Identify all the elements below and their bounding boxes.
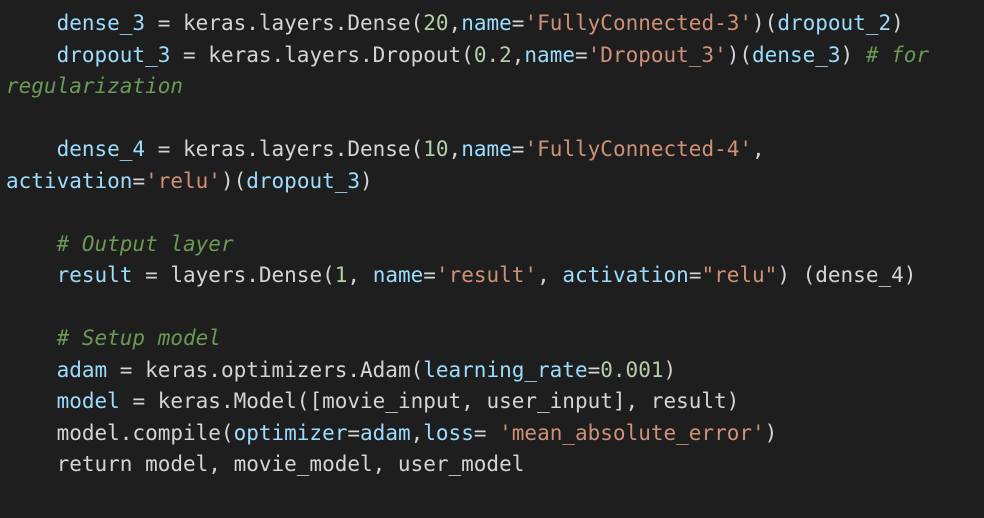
code-text — [6, 11, 57, 35]
code-text: = — [511, 11, 525, 35]
code-line[interactable]: adam = keras.optimizers.Adam(learning_ra… — [0, 355, 984, 387]
code-line[interactable]: return model, movie_model, user_model — [0, 449, 984, 481]
code-identifier: loss — [423, 420, 474, 445]
code-text: = keras.layers.Dropout( — [170, 42, 474, 67]
code-identifier: learning_rate — [423, 357, 588, 382]
code-line[interactable]: model.compile(optimizer=adam,loss= 'mean… — [0, 418, 984, 450]
code-text: ) — [840, 42, 866, 67]
code-identifier: optimizer — [233, 420, 348, 445]
code-identifier: model — [56, 389, 120, 413]
code-text — [6, 358, 57, 382]
code-identifier: dense_4 — [56, 137, 146, 161]
code-string: 'FullyConnected-4' — [524, 137, 753, 161]
code-text — [6, 263, 57, 287]
code-text — [6, 137, 57, 161]
code-identifier: adam — [360, 420, 411, 445]
code-line[interactable]: dense_4 = keras.layers.Dense(10,name='Fu… — [0, 134, 984, 166]
code-line[interactable] — [0, 292, 984, 324]
code-identifier: activation — [6, 168, 133, 193]
code-text: ) — [764, 420, 778, 445]
code-text: = — [473, 420, 500, 445]
code-number: 0.2 — [473, 42, 512, 67]
code-comment: # Setup model — [56, 326, 221, 350]
code-identifier: result — [56, 263, 133, 287]
code-identifier: name — [524, 42, 575, 67]
code-string: 'FullyConnected-3' — [524, 11, 753, 35]
code-line[interactable]: activation='relu')(dropout_3) — [0, 166, 984, 198]
code-text: ) — [360, 168, 373, 193]
code-identifier: dropout_2 — [777, 11, 892, 35]
code-identifier: name — [461, 11, 512, 35]
code-text: ) (dense_4) — [777, 263, 917, 287]
code-text — [6, 389, 57, 413]
code-text: )( — [726, 42, 753, 67]
code-number: 20 — [423, 11, 449, 35]
code-text: = keras.layers.Dense( — [145, 11, 424, 35]
code-text — [6, 232, 57, 256]
code-number: 1 — [334, 263, 348, 287]
code-identifier: name — [461, 137, 512, 161]
code-line[interactable] — [0, 103, 984, 135]
code-identifier: activation — [562, 263, 689, 287]
code-text: , — [448, 137, 462, 161]
code-line[interactable] — [0, 197, 984, 229]
code-text: )( — [752, 11, 778, 35]
code-text — [6, 326, 57, 350]
code-string: 'mean_absolute_error' — [499, 420, 765, 445]
code-text: = — [574, 42, 588, 67]
code-text: , — [752, 137, 765, 161]
code-line[interactable]: # Output layer — [0, 229, 984, 261]
code-text: ) — [891, 11, 904, 35]
code-text: return model, movie_model, user_model — [6, 452, 525, 476]
code-text: = — [423, 263, 436, 287]
code-identifier: name — [372, 263, 424, 287]
code-line[interactable]: regularization — [0, 71, 984, 103]
code-line[interactable]: result = layers.Dense(1, name='result', … — [0, 260, 984, 292]
code-text: , — [347, 263, 373, 287]
code-comment: # for — [865, 42, 930, 67]
code-line[interactable]: # Setup model — [0, 323, 984, 355]
code-text: = — [132, 168, 146, 193]
code-text: , — [448, 11, 462, 35]
code-string: 'result' — [435, 263, 538, 287]
code-identifier: dense_3 — [56, 11, 146, 35]
code-text: = keras.Model([movie_input, user_input],… — [119, 389, 740, 413]
code-comment: # Output layer — [56, 231, 234, 256]
code-text: )( — [220, 168, 247, 193]
code-comment: regularization — [6, 74, 184, 98]
code-identifier: dropout_3 — [246, 168, 361, 193]
code-identifier: adam — [56, 357, 108, 382]
code-text: = — [347, 420, 361, 445]
code-string: "relu" — [701, 263, 778, 287]
code-text: = — [688, 263, 702, 287]
code-number: 0.001 — [600, 357, 664, 382]
code-text: = layers.Dense( — [132, 263, 335, 287]
code-text: ) — [663, 357, 677, 382]
code-line[interactable]: model = keras.Model([movie_input, user_i… — [0, 386, 984, 418]
code-text: = keras.layers.Dense( — [145, 137, 424, 161]
code-identifier: dropout_3 — [56, 42, 171, 67]
code-text: , — [537, 263, 563, 287]
code-text: , — [410, 420, 424, 445]
code-line[interactable]: dense_3 = keras.layers.Dense(20,name='Fu… — [0, 8, 984, 40]
code-text: model.compile( — [6, 420, 234, 445]
code-string: 'Dropout_3' — [587, 42, 727, 67]
code-string: 'relu' — [145, 168, 221, 193]
code-identifier: dense_3 — [752, 42, 841, 67]
code-text — [6, 43, 57, 67]
code-line[interactable]: dropout_3 = keras.layers.Dropout(0.2,nam… — [0, 40, 984, 72]
code-lines: dense_3 = keras.layers.Dense(20,name='Fu… — [0, 8, 984, 481]
code-text: = — [587, 357, 601, 382]
code-text: , — [511, 42, 525, 67]
code-text: = keras.optimizers.Adam( — [107, 357, 424, 382]
code-number: 10 — [423, 137, 449, 161]
code-text: = — [511, 137, 525, 161]
